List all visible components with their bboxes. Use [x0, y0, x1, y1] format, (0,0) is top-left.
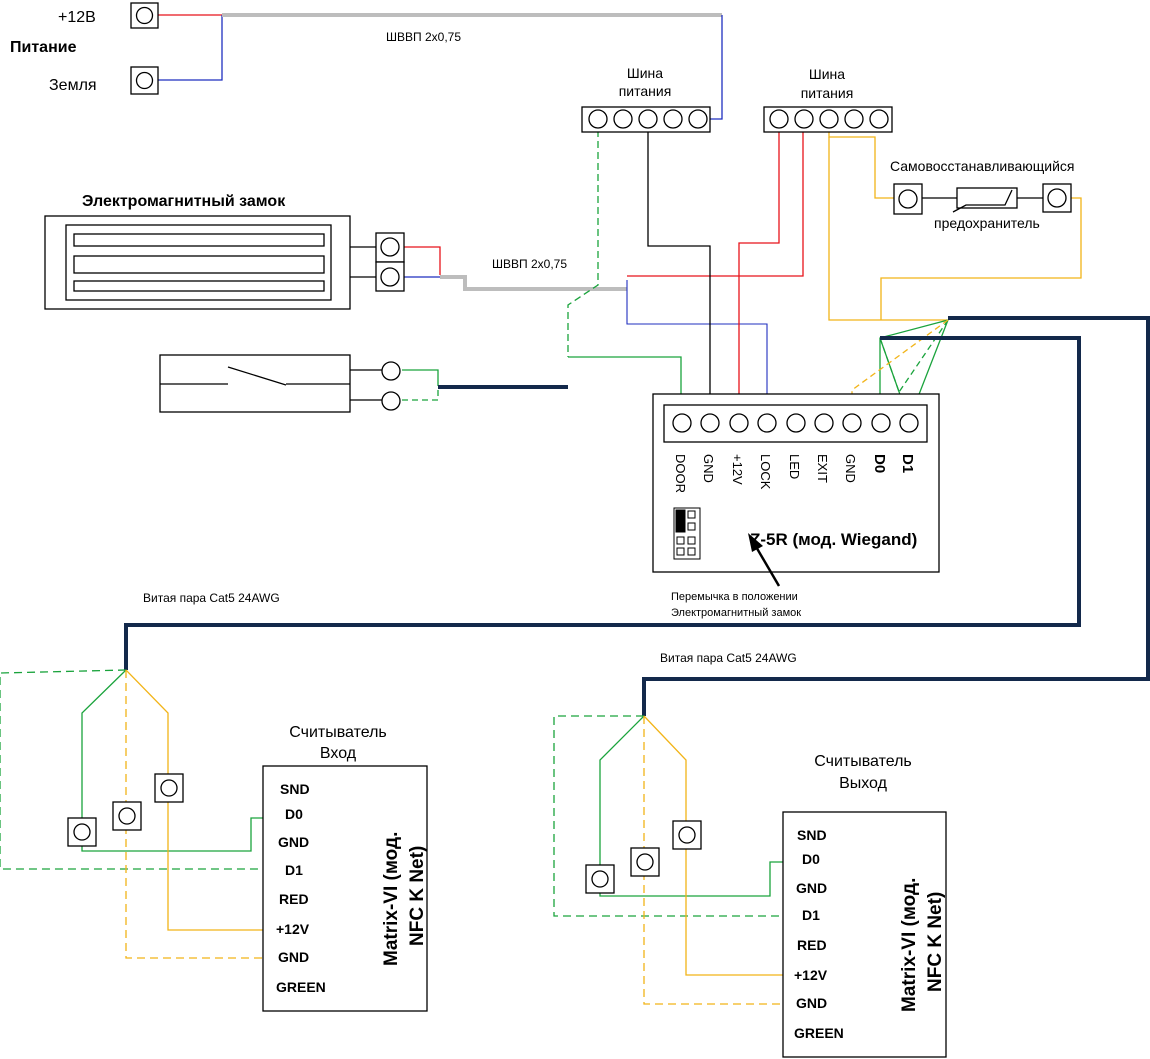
- rout-yellow: [643, 715, 783, 976]
- reader-in-pin-d1: D1: [285, 862, 303, 878]
- reader-in-model-1: Matrix-VI (мод.: [381, 832, 402, 966]
- terminal-label-12v: +12V: [730, 454, 745, 485]
- reader-out-pin-gnd: GND: [796, 880, 827, 896]
- wire-lock-red-out: [627, 119, 804, 277]
- reader-out-terminals: [585, 820, 702, 894]
- power-ground-label: Земля: [49, 77, 97, 94]
- reader-in-terminals: [67, 773, 184, 847]
- reader-out-pin-gnd2: GND: [796, 995, 827, 1011]
- reader-in-caption-2: Вход: [320, 745, 357, 762]
- reader-out-model-2: NFC K Net): [925, 892, 946, 992]
- wire-power-minus: [158, 15, 223, 81]
- reader-out-pin-snd: SND: [797, 827, 827, 843]
- rout-yellow-dash: [643, 716, 783, 1005]
- wire-bus-yellow-down: [828, 137, 948, 321]
- fuse: [893, 183, 1072, 215]
- controller-terminal-labels: DOOR GND +12V LOCK LED EXIT GND D0 D1: [673, 454, 916, 493]
- reader-in-pin-red: RED: [279, 891, 309, 907]
- lock-title: Электромагнитный замок: [82, 193, 286, 210]
- rin-green-dash: [0, 669, 263, 870]
- terminal-label-lock: LOCK: [758, 454, 773, 490]
- bus-left: [581, 106, 711, 133]
- cable-lock-gray: [440, 275, 627, 291]
- lock-cable-label: ШВВП 2х0,75: [492, 257, 567, 271]
- reader-in-pin-gnd2: GND: [278, 949, 309, 965]
- fuse-line1: Самовосстанавливающийся: [890, 158, 1075, 174]
- jumper-note-line1: Перемычка в положении: [671, 591, 798, 603]
- bus-right-line2: питания: [801, 85, 854, 101]
- reader-in-body: [262, 765, 428, 1012]
- twisted-pair-1-label: Витая пара Cat5 24AWG: [143, 591, 280, 605]
- reader-in-model-2: NFC K Net): [407, 846, 428, 946]
- reader-in-pin-snd: SND: [280, 781, 310, 797]
- jumper-arrow: [748, 533, 781, 587]
- reader-out-pin-12v: +12V: [794, 967, 828, 983]
- wire-lock-blue-out: [626, 280, 768, 420]
- terminal-label-gnd: GND: [701, 454, 716, 483]
- reader-in-caption-1: Считыватель: [289, 724, 387, 741]
- terminal-label-led: LED: [787, 454, 802, 479]
- fuse-line2: предохранитель: [934, 215, 1040, 231]
- wire-12v-to-ctrl: [738, 119, 780, 420]
- reader-out-caption-1: Считыватель: [814, 753, 912, 770]
- rout-green-dash: [553, 715, 783, 917]
- reader-out-pin-d1: D1: [802, 907, 820, 923]
- reader-out-pins: SND D0 GND D1 RED +12V GND GREEN: [794, 827, 844, 1041]
- reader-in-pin-d0: D0: [285, 806, 303, 822]
- rin-yellow: [125, 669, 263, 931]
- reader-out-caption-2: Выход: [839, 775, 888, 792]
- wire-ground-to-bus: [706, 15, 723, 120]
- bus-left-line2: питания: [619, 83, 672, 99]
- reader-in-pin-green: GREEN: [276, 979, 326, 995]
- top-cable-label: ШВВП 2х0,75: [386, 30, 461, 44]
- rin-yellow-dash: [125, 670, 263, 959]
- power-title: Питание: [10, 39, 77, 56]
- controller-body: [652, 393, 940, 573]
- power-plus-label: +12В: [58, 9, 96, 26]
- wire-switch-b: [402, 388, 439, 401]
- terminal-label-gnd2: GND: [843, 454, 858, 483]
- bus-right: [763, 106, 893, 133]
- terminal-label-exit: EXIT: [815, 454, 830, 483]
- reader-out-body: [782, 811, 947, 1058]
- terminal-label-d1: D1: [899, 454, 916, 473]
- electromagnetic-lock: [44, 215, 405, 310]
- wire-lock-red: [404, 246, 441, 275]
- bus-left-line1: Шина: [627, 65, 663, 81]
- reader-in-pin-12v: +12V: [276, 921, 310, 937]
- cable-cat5-in: [124, 336, 1081, 670]
- wire-fuse-out: [880, 197, 1082, 320]
- power-terminals: [130, 2, 159, 95]
- jumper-block: [673, 507, 701, 560]
- reader-out-pin-red: RED: [797, 937, 827, 953]
- terminal-label-door: DOOR: [673, 454, 688, 493]
- reader-out-model-1: Matrix-VI (мод.: [899, 878, 920, 1012]
- reader-in-pin-gnd: GND: [278, 834, 309, 850]
- rout-green: [599, 715, 783, 897]
- wire-gnd-to-ctrl: [647, 119, 711, 420]
- reader-out-pin-green: GREEN: [794, 1025, 844, 1041]
- door-switch: [159, 354, 401, 413]
- rin-green: [81, 669, 263, 852]
- controller-title: Z-5R (мод. Wiegand): [750, 530, 917, 549]
- reader-out-pin-d0: D0: [802, 851, 820, 867]
- bus-right-line1: Шина: [809, 66, 845, 82]
- wire-switch-a: [402, 369, 439, 386]
- twisted-pair-2-label: Витая пара Cat5 24AWG: [660, 651, 797, 665]
- reader-in-pins: SND D0 GND D1 RED +12V GND GREEN: [276, 781, 326, 995]
- jumper-note-line2: Электромагнитный замок: [671, 607, 801, 619]
- terminal-label-d0: D0: [871, 454, 888, 473]
- cable-cat5-out: [642, 316, 1150, 716]
- wire-door-dashed: [567, 130, 599, 357]
